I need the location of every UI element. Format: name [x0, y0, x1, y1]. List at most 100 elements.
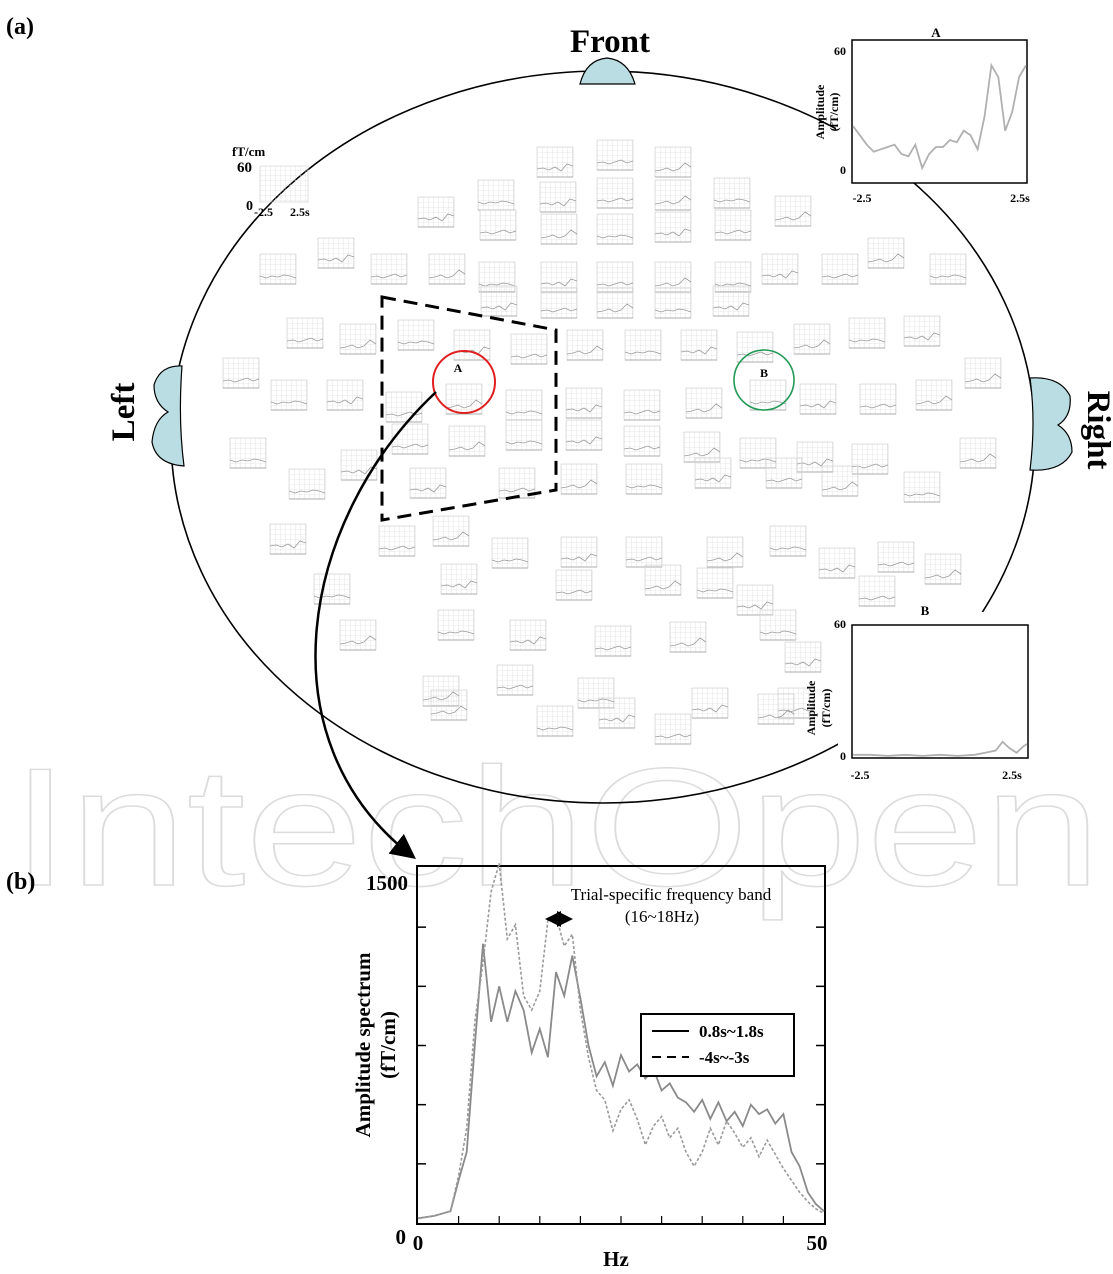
inset-b-frame: [851, 624, 1029, 759]
sensor-thumbnail: [498, 467, 536, 499]
sensor-thumbnail: [964, 357, 1002, 389]
sensor-thumbnail: [706, 536, 744, 568]
sensor-thumbnail: [430, 689, 468, 721]
sensor-thumbnail: [654, 146, 692, 178]
sensor-thumbnail: [536, 146, 574, 178]
sensor-thumbnail: [437, 609, 475, 641]
sensor-thumbnail: [765, 457, 803, 489]
sensor-thumbnail: [712, 285, 750, 317]
legend-label-dashed: -4s~-3s: [699, 1048, 750, 1067]
spectrum-frame: [416, 865, 826, 1225]
sensor-thumbnail: [669, 621, 707, 653]
sensor-thumbnail: [924, 553, 962, 585]
sensor-thumbnail: [480, 285, 518, 317]
sensor-thumbnail: [397, 319, 435, 351]
sensor-thumbnail: [540, 261, 578, 293]
sensor-thumbnail: [877, 541, 915, 573]
spectrum-xlabel: Hz: [603, 1247, 629, 1271]
sensor-thumbnail: [793, 323, 831, 355]
spectrum-ytick-bottom: 0: [396, 1225, 407, 1249]
sensor-thumbnail: [477, 179, 515, 211]
sensor-thumbnail: [680, 329, 718, 361]
scale-top: 60: [237, 160, 252, 176]
sensor-thumbnail: [566, 329, 604, 361]
sensor-thumbnail: [915, 379, 953, 411]
spectrum-xtick-right: 50: [807, 1231, 828, 1255]
left-ear: [151, 365, 185, 467]
sensor-marker-b: B: [733, 349, 795, 411]
sensor-thumbnail: [288, 468, 326, 500]
sensor-thumbnail: [959, 437, 997, 469]
inset-a-ytick-top: 60: [834, 44, 846, 58]
sensor-thumbnail: [453, 329, 491, 361]
sensor-thumbnail: [222, 357, 260, 389]
sensor-thumbnail: [540, 213, 578, 245]
sensor-thumbnail: [903, 471, 941, 503]
sensor-thumbnail: [313, 573, 351, 605]
sensor-thumbnail: [565, 387, 603, 419]
sensor-marker-a-label: A: [454, 361, 463, 375]
sensor-thumbnail: [858, 575, 896, 607]
spectrum-ylabel-1: Amplitude spectrum: [351, 952, 375, 1137]
sensor-thumbnail: [625, 463, 663, 495]
spectrum-chart: 1500 0 0 50 Hz Amplitude spectrum (fT/cm…: [351, 863, 828, 1271]
sensor-thumbnail: [796, 441, 834, 473]
sensor-thumbnail: [691, 687, 729, 719]
sensor-thumbnail: [683, 431, 721, 463]
sensor-thumbnail: [654, 211, 692, 243]
sensor-thumbnail: [432, 515, 470, 547]
sensor-thumbnail: [428, 253, 466, 285]
sensor-thumbnail: [539, 181, 577, 213]
series-line-0-8s-1-8s: [417, 943, 825, 1220]
sensor-thumbnail: [491, 537, 529, 569]
sensor-marker-b-label: B: [760, 366, 768, 380]
inset-b-ytick-top: 60: [834, 617, 846, 631]
sensor-thumbnail: [696, 567, 734, 599]
sensor-thumbnail: [560, 463, 598, 495]
scale-unit: fT/cm: [232, 144, 265, 159]
spectrum-ticks: [418, 926, 824, 1223]
connector-arrow: [314, 391, 437, 860]
sensor-thumbnail: [317, 237, 355, 269]
sensor-thumbnail: [903, 315, 941, 347]
sensor-thumbnail: [759, 609, 797, 641]
inset-a-xtick-left: -2.5: [853, 191, 872, 205]
sensor-thumbnail: [624, 329, 662, 361]
sensor-thumbnail: [270, 379, 308, 411]
sensor-thumbnail: [378, 525, 416, 557]
sensor-thumbnail: [623, 389, 661, 421]
inset-a-ylabel-1: Amplitude: [813, 84, 827, 139]
sensor-thumbnail: [694, 457, 732, 489]
right-ear: [1029, 377, 1073, 471]
sensor-thumbnail: [625, 536, 663, 568]
sensor-thumbnail: [269, 523, 307, 555]
inset-b-ytick-bottom: 0: [840, 749, 846, 763]
sensor-thumbnail: [536, 705, 574, 737]
band-annotation-line2: (16~18Hz): [625, 907, 699, 926]
scale-x-start: -2.5: [254, 205, 273, 219]
sensor-thumbnail: [929, 253, 967, 285]
sensor-thumbnail: [774, 195, 812, 227]
sensor-thumbnail: [821, 465, 859, 497]
sensor-thumbnail: [286, 317, 324, 349]
series-line-0: [853, 740, 1028, 757]
sensor-thumbnail: [391, 423, 429, 455]
series-line-0: [852, 62, 1027, 171]
sensor-thumbnail: [799, 383, 837, 415]
sensor-thumbnail: [339, 619, 377, 651]
selection-region: [380, 295, 558, 522]
sensor-thumbnail: [654, 713, 692, 745]
sensor-thumbnail: [848, 317, 886, 349]
sensor-thumbnail: [555, 569, 593, 601]
panel-a-label: (a): [6, 14, 34, 40]
sensor-thumbnail: [340, 449, 378, 481]
sensor-thumbnail: [409, 467, 447, 499]
inset-b-xtick-right: 2.5s: [1002, 768, 1022, 782]
sensor-thumbnail: [596, 213, 634, 245]
sensor-thumbnail: [445, 383, 483, 415]
sensor-marker-a: A: [432, 350, 496, 414]
inset-chart-b: B 60 0 -2.5 2.5s Amplitude (fT/cm): [804, 603, 1030, 782]
sensor-thumbnail: [769, 525, 807, 557]
sensor-thumbnail: [654, 261, 692, 293]
sensor-thumbnail: [565, 419, 603, 451]
